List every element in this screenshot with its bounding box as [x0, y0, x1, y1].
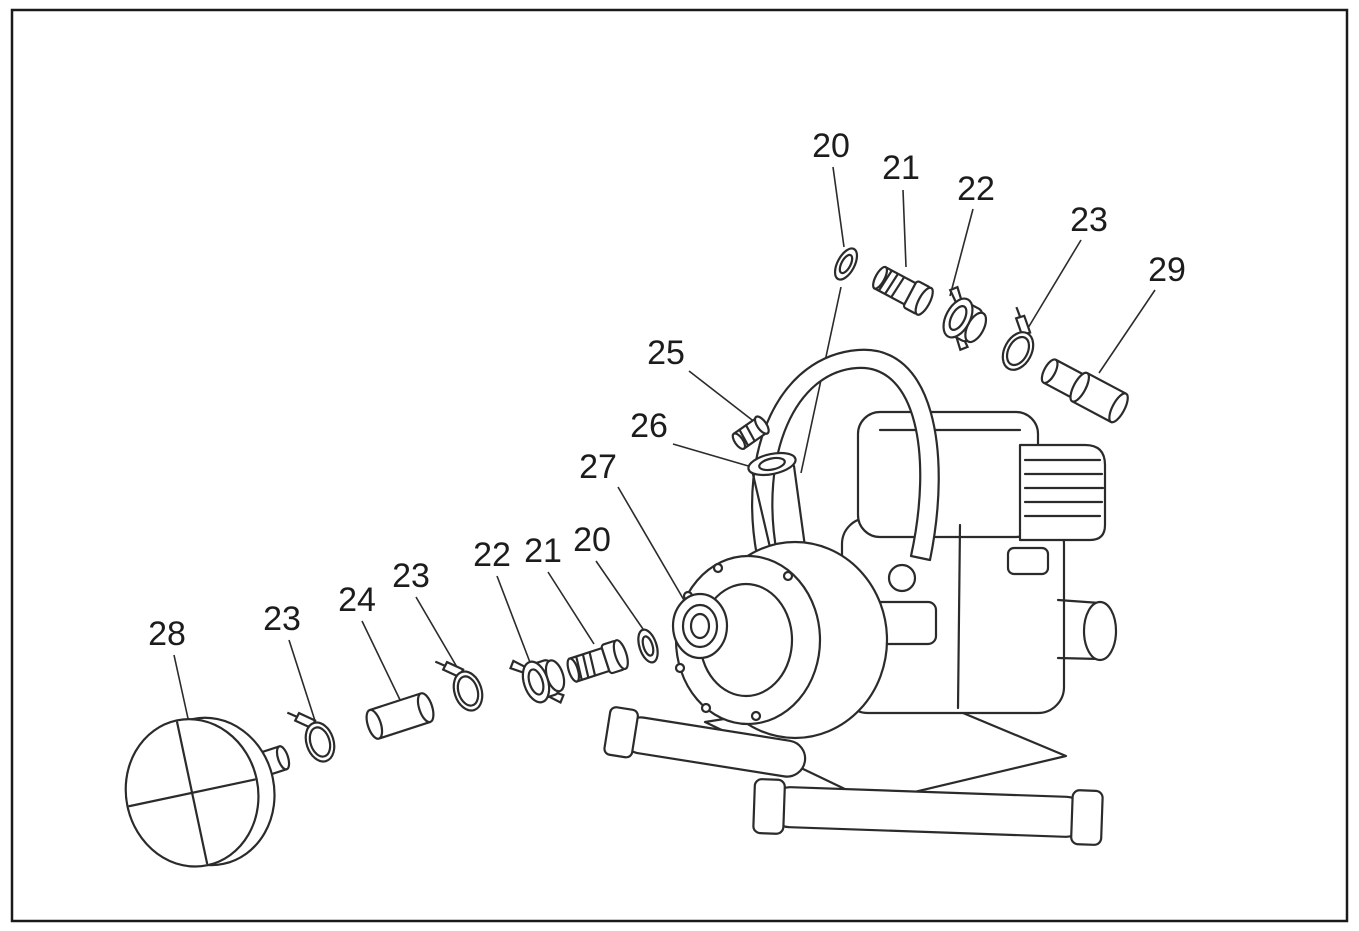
discharge-port — [731, 415, 808, 558]
washer-part — [829, 243, 863, 285]
washer-part — [633, 626, 663, 666]
callout-label-20: 20 — [812, 127, 850, 165]
callout-label-21b: 21 — [524, 532, 562, 570]
pump-casing — [671, 540, 889, 740]
hose-nipple-part — [563, 637, 632, 687]
callout-label-23c: 23 — [392, 557, 430, 595]
hose-clamp-part — [434, 649, 489, 718]
callout-label-29: 29 — [1148, 251, 1186, 289]
callout-label-28: 28 — [148, 615, 186, 653]
callout-label-23b: 23 — [263, 600, 301, 638]
callout-label-26: 26 — [630, 407, 668, 445]
discharge-parts — [829, 243, 1133, 426]
engine-assembly — [840, 410, 1118, 715]
priming-plug — [731, 415, 770, 450]
coupling-part — [926, 283, 997, 357]
hose-part — [1036, 353, 1133, 426]
carry-handle — [751, 348, 940, 562]
callout-label-23: 23 — [1070, 201, 1108, 239]
hose-clamp-part — [988, 306, 1049, 377]
callout-label-20b: 20 — [573, 521, 611, 559]
hose-nipple-part — [867, 261, 938, 319]
suction-port — [671, 592, 729, 660]
suction-parts — [124, 626, 663, 868]
callout-label-25: 25 — [647, 334, 685, 372]
hose-clamp-part — [286, 700, 341, 769]
coupling-part — [507, 646, 573, 715]
callout-labels: 20 21 22 23 29 25 26 27 22 21 20 28 23 2… — [148, 127, 1186, 653]
callout-label-27: 27 — [579, 448, 617, 486]
pump-machine — [603, 348, 1118, 846]
figure-border — [10, 8, 1349, 923]
leader-lines — [173, 166, 1156, 728]
callout-label-22: 22 — [957, 170, 995, 208]
strainer-part — [124, 716, 276, 868]
callout-label-21: 21 — [882, 149, 920, 187]
callout-label-24: 24 — [338, 581, 376, 619]
callout-label-22b: 22 — [473, 536, 511, 574]
